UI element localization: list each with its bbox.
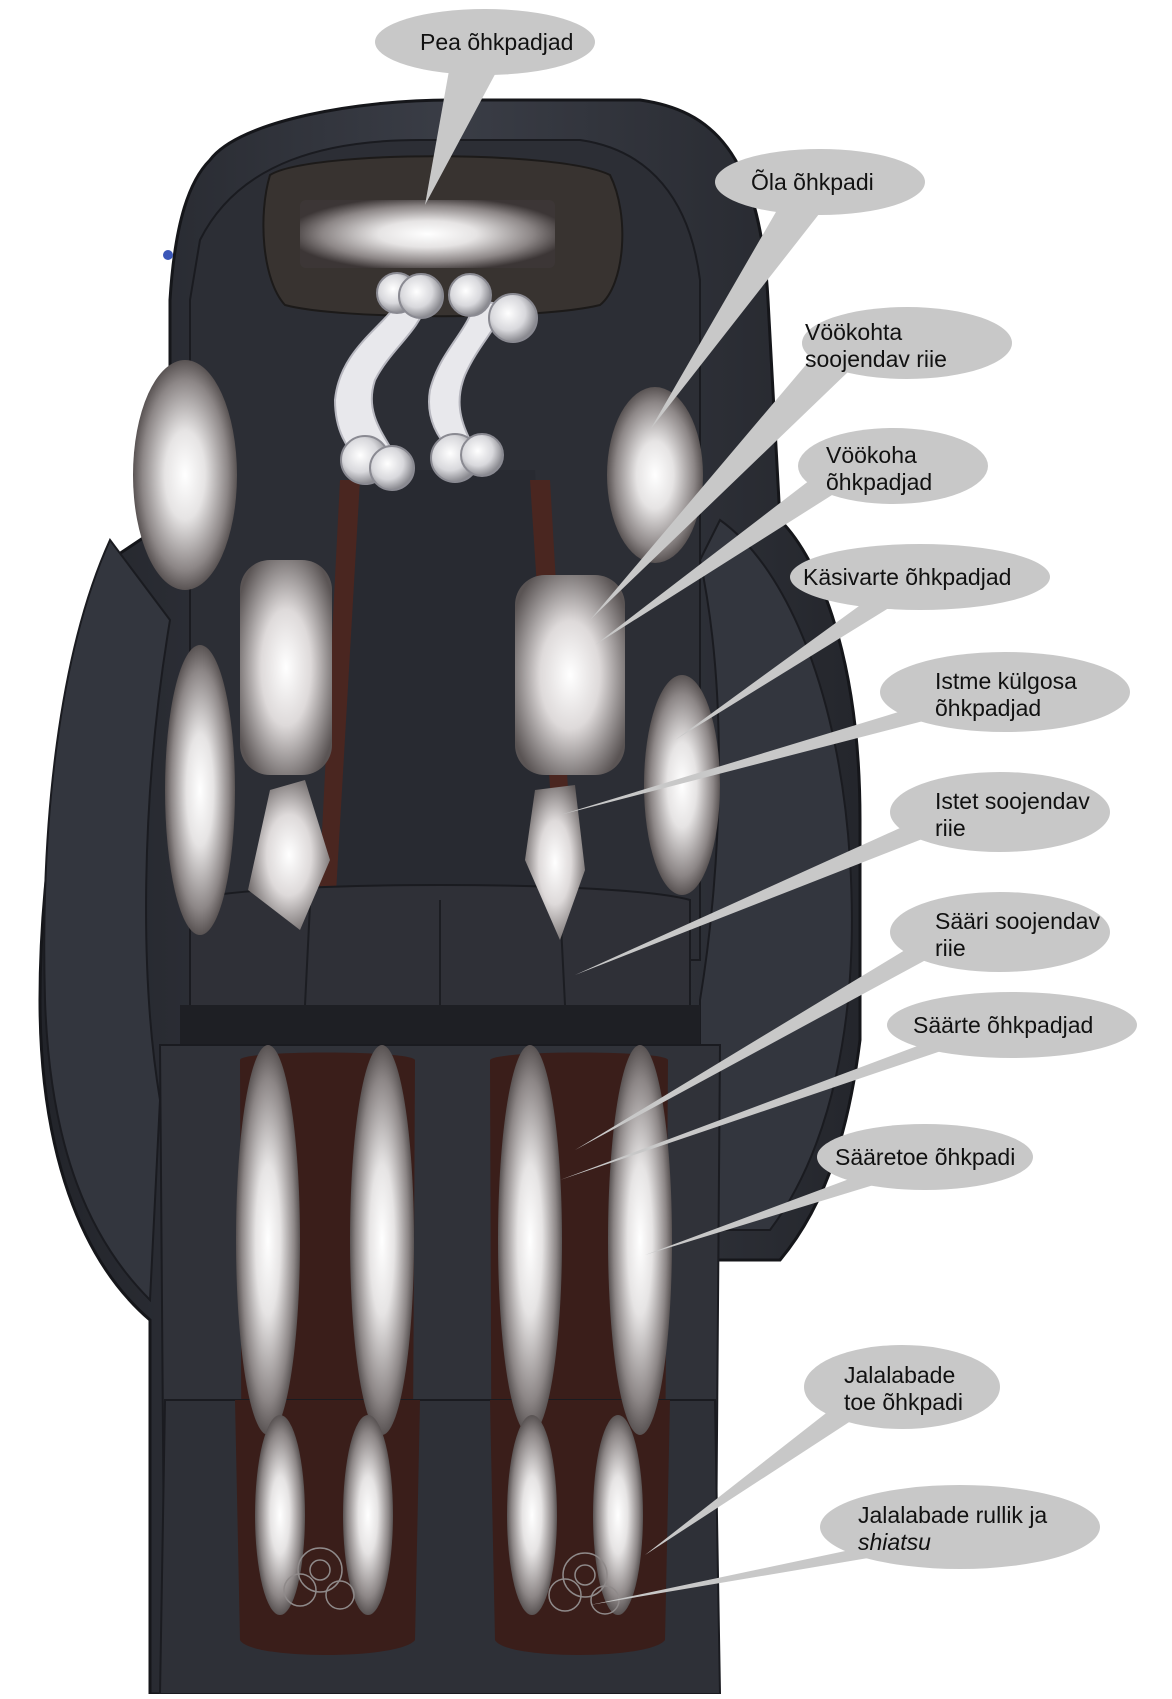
waist-airbag-left [240,560,332,775]
label-waist-heating-cloth: Vöökohta soojendav riie [805,319,947,373]
waist-airbag-right [515,575,625,775]
label-foot-rest-airbag-line-1: Jalalabade [844,1362,963,1389]
foot-airbag-3 [507,1415,557,1615]
label-shin-airbags: Säärte õhkpadjad [913,1012,1093,1039]
label-shin-heating-cloth: Sääri soojendav riie [935,908,1100,962]
shin-airbag-4 [608,1045,672,1435]
label-calf-rest-airbag: Sääretoe õhkpadi [835,1144,1015,1171]
head-airbag [300,200,555,268]
label-waist-heating-cloth-line-1: Vöökohta [805,319,947,346]
shoulder-airbag-left [133,360,237,590]
foot-airbag-1 [255,1415,305,1615]
label-foot-roller-shiatsu-line-2: shiatsu [858,1529,1047,1556]
label-shin-heating-cloth-line-1: Sääri soojendav [935,908,1100,935]
shoulder-airbag-right [607,387,703,563]
label-waist-airbags-line-2: õhkpadjad [826,469,932,496]
label-arm-airbags: Käsivarte õhkpadjad [803,564,1011,591]
chair-body [40,100,860,1694]
shin-airbag-2 [350,1045,414,1435]
label-seat-side-airbags-line-1: Istme külgosa [935,668,1077,695]
label-waist-airbags: Vöökoha õhkpadjad [826,442,932,496]
label-shoulder-airbag: Õla õhkpadi [751,169,874,196]
arm-airbag-right [644,675,720,895]
label-foot-rest-airbag-line-2: toe õhkpadi [844,1389,963,1416]
label-shin-heating-cloth-line-2: riie [935,935,1100,962]
label-seat-side-airbags: Istme külgosa õhkpadjad [935,668,1077,722]
label-waist-airbags-line-1: Vöökoha [826,442,932,469]
label-head-airbags: Pea õhkpadjad [420,29,573,56]
label-seat-heating-cloth: Istet soojendav riie [935,788,1090,842]
shin-airbag-3 [498,1045,562,1435]
label-seat-heating-cloth-line-1: Istet soojendav [935,788,1090,815]
foot-airbag-4 [593,1415,643,1615]
label-foot-roller-shiatsu: Jalalabade rullik ja shiatsu [858,1502,1047,1556]
arm-airbag-left [165,645,235,935]
label-foot-roller-shiatsu-line-1: Jalalabade rullik ja [858,1502,1047,1529]
label-seat-side-airbags-line-2: õhkpadjad [935,695,1077,722]
shin-airbag-1 [236,1045,300,1435]
label-seat-heating-cloth-line-2: riie [935,815,1090,842]
label-foot-rest-airbag: Jalalabade toe õhkpadi [844,1362,963,1416]
label-waist-heating-cloth-line-2: soojendav riie [805,346,947,373]
